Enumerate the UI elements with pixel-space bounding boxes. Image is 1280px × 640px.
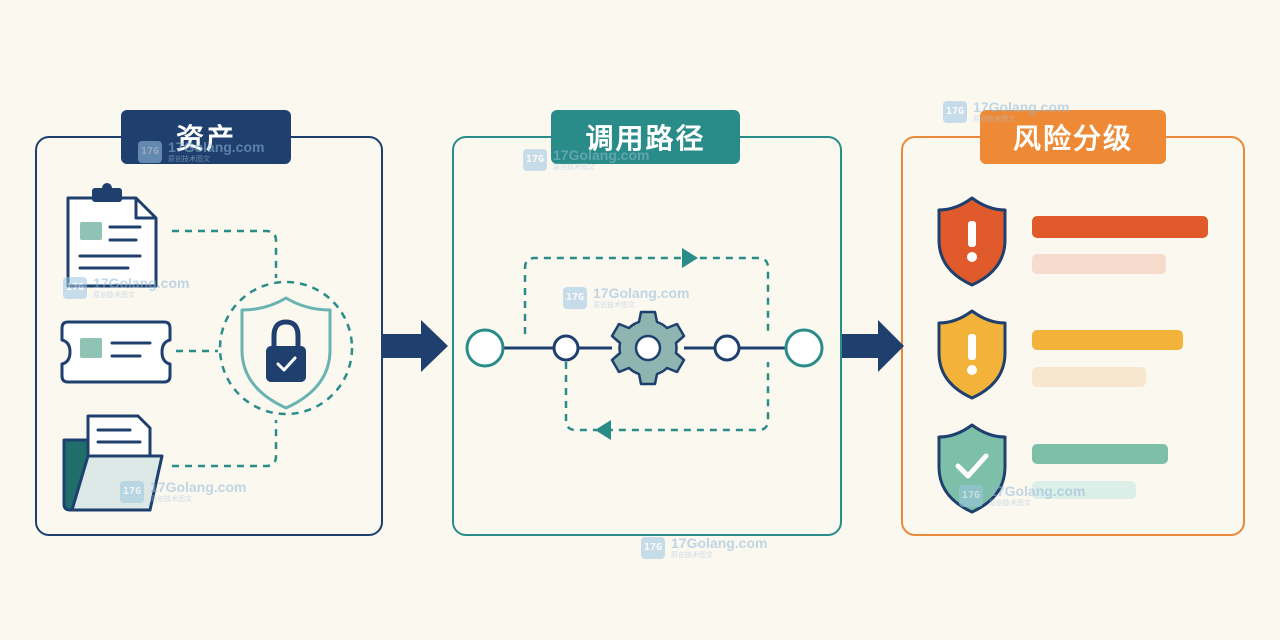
low-risk-check-shield-icon — [937, 423, 1007, 514]
medium-risk-sub-bar — [1032, 367, 1146, 387]
path-node-2 — [713, 334, 741, 362]
path-end-node — [784, 328, 824, 368]
low-risk-bar — [1032, 444, 1168, 464]
path-node-1 — [552, 334, 580, 362]
loop-arrow-left — [595, 420, 611, 440]
loop-arrow-right — [682, 248, 698, 268]
call-loop — [523, 256, 770, 432]
assets-title-badge: 资产 — [121, 110, 291, 164]
flow-arrow-1 — [382, 320, 448, 372]
flow-arrow-2 — [842, 320, 904, 372]
folder-icon — [62, 414, 164, 512]
path-start-node — [465, 328, 505, 368]
high-risk-sub-bar — [1032, 254, 1166, 274]
asset-connectors — [172, 229, 278, 468]
medium-risk-exclamation-shield-icon — [937, 309, 1007, 400]
low-risk-sub-bar — [1032, 481, 1136, 499]
gear-icon — [610, 310, 686, 386]
shield-lock-icon — [218, 280, 354, 416]
risk-level-title-badge: 风险分级 — [980, 110, 1166, 164]
high-risk-bar — [1032, 216, 1208, 238]
call-path-title-badge: 调用路径 — [551, 110, 740, 164]
high-risk-exclamation-shield-icon — [937, 196, 1007, 287]
id-card-icon — [60, 320, 172, 384]
medium-risk-bar — [1032, 330, 1183, 350]
clipboard-document-icon — [66, 183, 158, 288]
